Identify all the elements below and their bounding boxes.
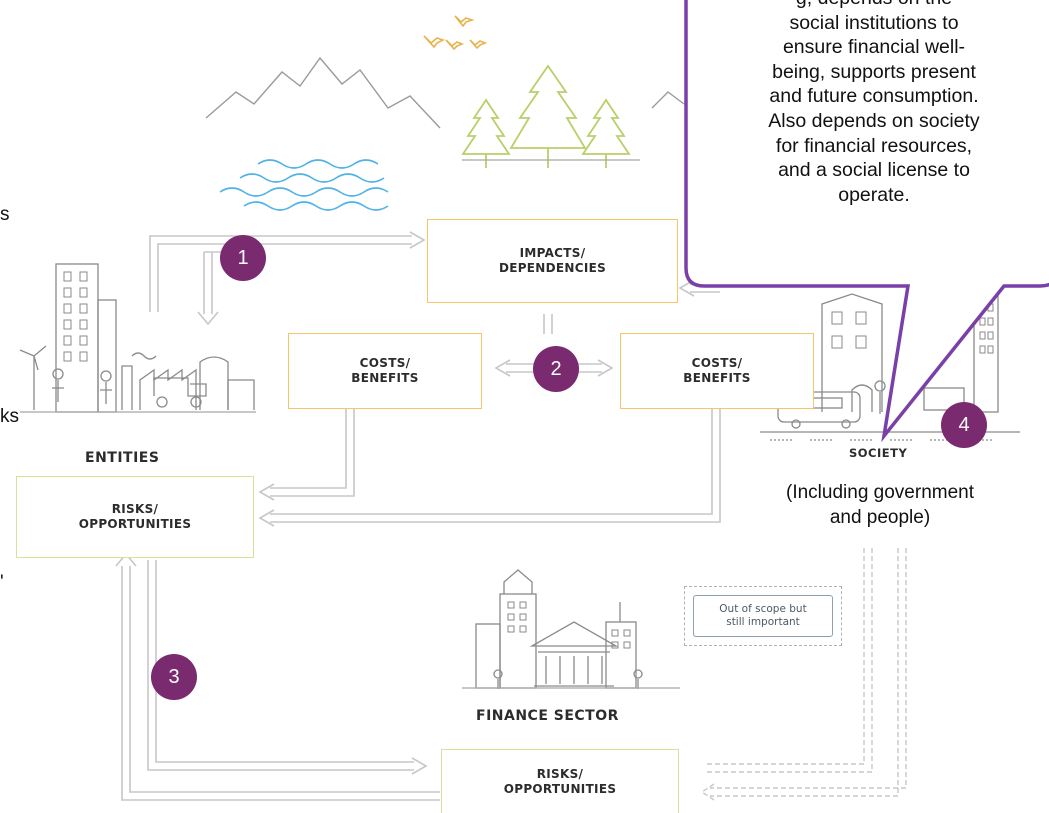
entities-illustration <box>19 263 256 413</box>
edge-text-fragment-3: ' <box>0 572 4 593</box>
risks-opportunities-finance-box: RISKS/ OPPORTUNITIES <box>441 749 679 813</box>
costs-benefits-right-box: COSTS/ BENEFITS <box>620 333 814 409</box>
trees-illustration <box>461 64 640 168</box>
arrow-impacts-stub <box>543 314 553 334</box>
callout-bubble-shape <box>684 0 1049 443</box>
costs-benefits-left-label: COSTS/ BENEFITS <box>351 356 419 385</box>
edge-text-fragment-2: ks <box>0 406 19 427</box>
society-label: SOCIETY <box>849 446 908 460</box>
arrow-costs-left-to-risks <box>258 408 355 501</box>
birds-illustration <box>423 15 488 51</box>
finance-sector-label: FINANCE SECTOR <box>476 708 619 724</box>
mountains-illustration <box>205 56 685 129</box>
society-description: (Including government and people) <box>786 482 974 528</box>
step-badge-3: 3 <box>151 654 197 700</box>
entities-label: ENTITIES <box>85 450 160 466</box>
out-of-scope-legend: Out of scope but still important <box>684 586 842 646</box>
impacts-dependencies-box: IMPACTS/ DEPENDENCIES <box>427 219 678 303</box>
risks-opportunities-entities-box: RISKS/ OPPORTUNITIES <box>16 476 254 558</box>
costs-benefits-left-box: COSTS/ BENEFITS <box>288 333 482 409</box>
callout-text: g, depends on the social institutions to… <box>768 0 980 206</box>
step-badge-4: 4 <box>941 402 987 448</box>
risks-opportunities-entities-label: RISKS/ OPPORTUNITIES <box>78 502 192 531</box>
water-illustration <box>219 159 389 211</box>
arrow-entities-to-impacts <box>149 231 426 312</box>
arrow-entities-finance-loop <box>115 552 440 801</box>
risks-opportunities-finance-label: RISKS/ OPPORTUNITIES <box>503 766 617 796</box>
step-badge-1: 1 <box>220 235 266 281</box>
flow-arrows <box>115 231 721 801</box>
arrow-costs-right-to-risks <box>258 408 721 527</box>
impacts-dependencies-label: IMPACTS/ DEPENDENCIES <box>498 246 607 275</box>
step-badge-2: 2 <box>533 346 579 392</box>
dashed-flow-arrows <box>700 548 907 801</box>
edge-text-fragment-1: s <box>0 204 10 225</box>
costs-benefits-right-label: COSTS/ BENEFITS <box>683 356 751 385</box>
out-of-scope-label: Out of scope but still important <box>693 595 833 637</box>
finance-sector-illustration <box>462 569 680 689</box>
